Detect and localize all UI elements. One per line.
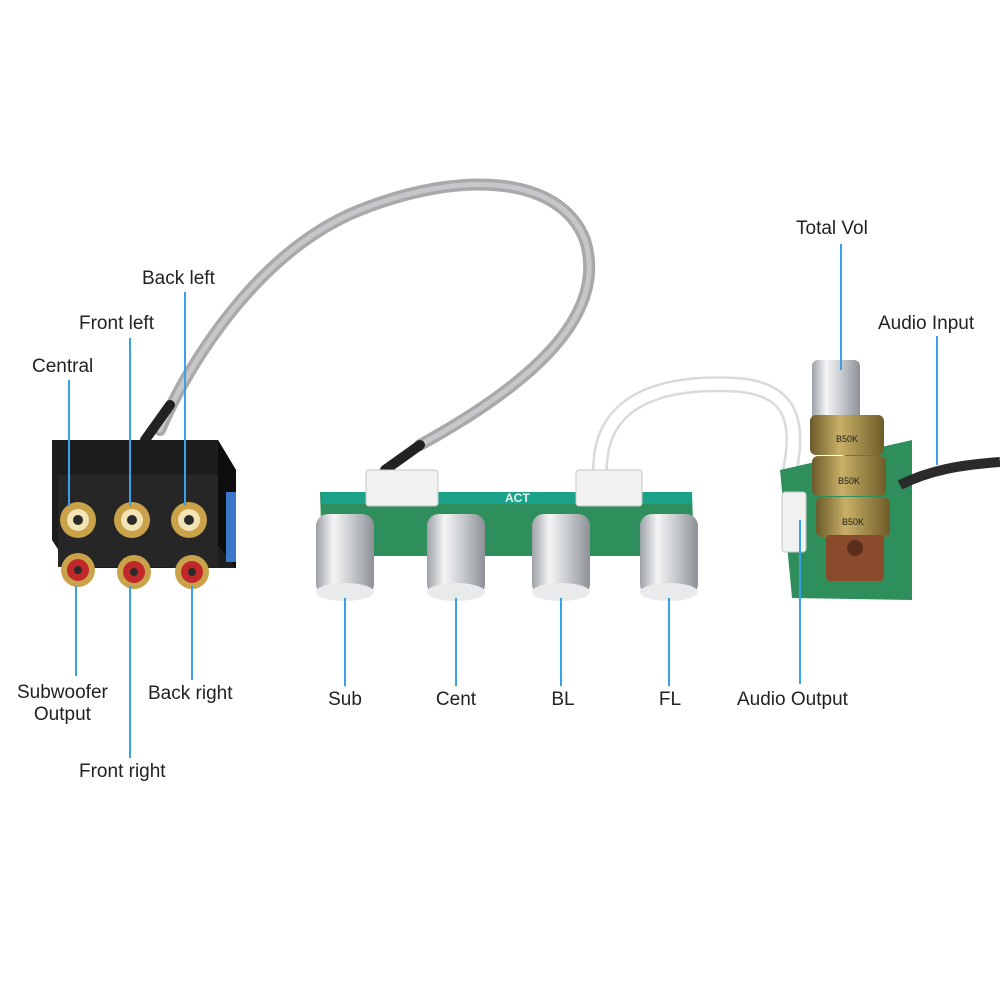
- label-front-right: Front right: [79, 761, 166, 782]
- pot-label-2: B50K: [838, 476, 860, 486]
- label-audio-input: Audio Input: [878, 313, 975, 334]
- label-front-left: Front left: [79, 313, 154, 334]
- label-cent: Cent: [435, 689, 477, 710]
- label-back-left: Back left: [142, 268, 215, 289]
- label-bl: BL: [551, 689, 575, 710]
- label-fl: FL: [658, 689, 682, 710]
- rca-back-left-jack: [171, 502, 207, 538]
- rca-back-right-jack: [175, 555, 209, 589]
- volume-board: B50K B50K B50K: [780, 360, 1000, 600]
- label-subwoofer-output: Subwoofer Output: [17, 682, 108, 725]
- leader-lines: [68, 244, 938, 758]
- grey-cable: [140, 178, 596, 475]
- label-central: Central: [32, 356, 94, 377]
- fl-knob[interactable]: [640, 514, 698, 601]
- white-ribbon-cable: [592, 376, 802, 478]
- rca-subwoofer-jack: [61, 553, 95, 587]
- rca-jack-block: [52, 440, 236, 589]
- pot-label-3: B50K: [842, 517, 864, 527]
- label-back-right: Back right: [148, 683, 233, 704]
- label-sub: Sub: [328, 689, 362, 710]
- bl-knob[interactable]: [532, 514, 590, 601]
- label-total-vol: Total Vol: [796, 218, 868, 239]
- sub-knob[interactable]: [316, 514, 374, 601]
- pot-label-1: B50K: [836, 434, 858, 444]
- channel-board: ACT: [320, 469, 694, 556]
- cent-knob[interactable]: [427, 514, 485, 601]
- label-audio-output: Audio Output: [737, 689, 848, 710]
- board-logo: ACT: [505, 491, 530, 505]
- rca-front-left-jack: [114, 502, 150, 538]
- rca-central-jack: [60, 502, 96, 538]
- rca-front-right-jack: [117, 555, 151, 589]
